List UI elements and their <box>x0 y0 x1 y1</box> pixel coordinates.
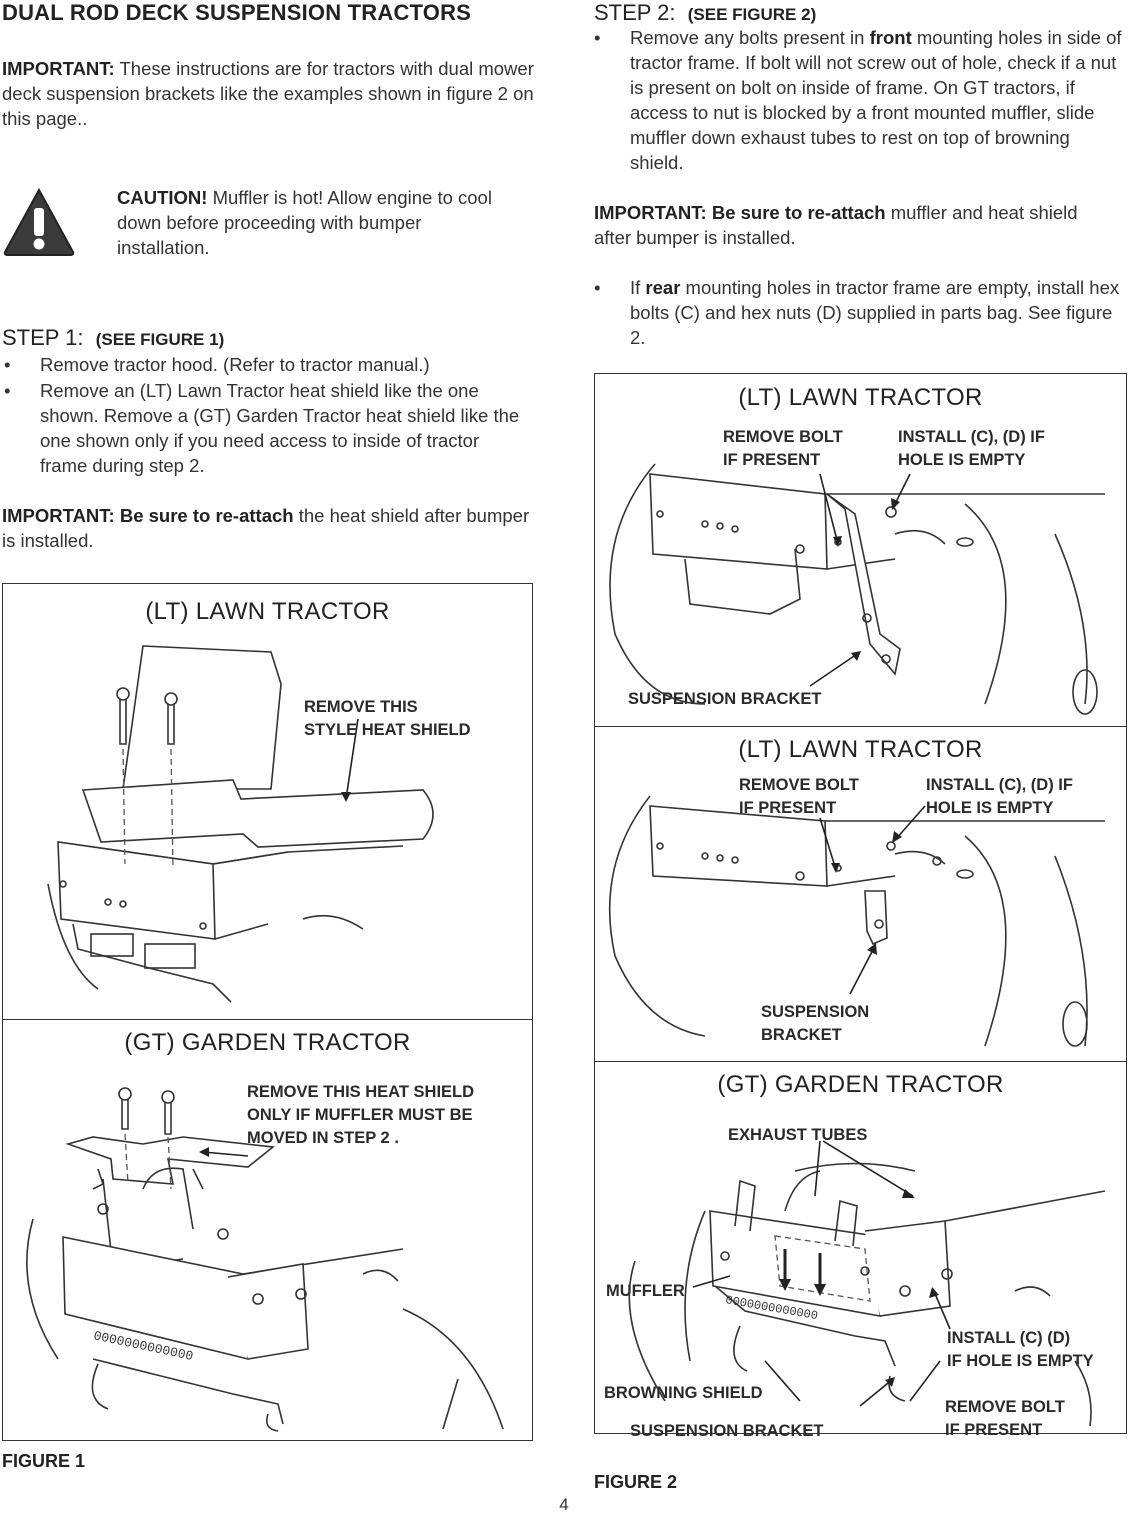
text-run-bold: front <box>869 27 912 48</box>
suspension-bracket-callout: SUSPENSION BRACKET <box>761 1001 869 1047</box>
bullet-dot: • <box>594 277 601 298</box>
important-label: IMPORTANT: Be sure to re-attach <box>2 505 294 526</box>
callout-line: IF PRESENT <box>945 1421 1043 1439</box>
remove-bolt-callout: REMOVE BOLT IF PRESENT <box>723 426 843 472</box>
step1-label: STEP 1: <box>2 325 84 350</box>
step2-bullet-text: If rear mounting holes in tractor frame … <box>630 275 1124 350</box>
callout-line: BRACKET <box>761 1026 842 1044</box>
callout-line: REMOVE BOLT <box>945 1398 1065 1416</box>
gt-muffler-illustration: 0000000000000 <box>628 1140 1106 1427</box>
caution-note: CAUTION! Muffler is hot! Allow engine to… <box>117 185 517 260</box>
install-cd-callout: INSTALL (C), (D) IF HOLE IS EMPTY <box>898 426 1045 472</box>
callout-line: MOVED IN STEP 2 . <box>247 1129 399 1147</box>
step2-important: IMPORTANT: Be sure to re-attach muffler … <box>594 200 1119 250</box>
step2-label: STEP 2: <box>594 0 676 25</box>
callout-line: REMOVE THIS HEAT SHIELD <box>247 1083 475 1101</box>
important-note-intro: IMPORTANT: These instructions are for tr… <box>2 56 537 131</box>
step2-bullet: • If rear mounting holes in tractor fram… <box>594 275 1124 350</box>
lt-front-bracket-illustration <box>609 463 1105 715</box>
figure2-lt1-title: (LT) LAWN TRACTOR <box>738 384 983 411</box>
lt-rear-bracket-illustration <box>608 795 1105 1047</box>
important-label: IMPORTANT: Be sure to re-attach <box>594 202 886 223</box>
important-text: These instructions are for tractors with… <box>2 58 534 129</box>
figure2-frame: (LT) LAWN TRACTOR REMOVE BOLT IF PRESENT… <box>594 373 1127 1440</box>
step2-ref: (SEE FIGURE 2) <box>687 5 817 24</box>
step1-bullet: • Remove an (LT) Lawn Tractor heat shiel… <box>4 378 534 478</box>
step1-bullet: • Remove tractor hood. (Refer to tractor… <box>4 352 534 377</box>
page-title: DUAL ROD DECK SUSPENSION TRACTORS <box>2 0 472 25</box>
bullet-dot: • <box>594 27 601 48</box>
callout-line: IF PRESENT <box>739 799 837 817</box>
panel-divider <box>595 1061 1126 1062</box>
gt-heat-shield-illustration: 0000000000000 <box>26 1087 504 1432</box>
callout-line: HOLE IS EMPTY <box>926 799 1054 817</box>
remove-bolt-callout: REMOVE BOLT IF PRESENT <box>739 774 859 820</box>
figure2-gt-title: (GT) GARDEN TRACTOR <box>717 1071 1004 1098</box>
muffler-callout: MUFFLER <box>606 1282 685 1300</box>
step1-bullet-text: Remove an (LT) Lawn Tractor heat shield … <box>40 380 520 476</box>
callout-line: REMOVE BOLT <box>723 428 843 446</box>
callout-line: SUSPENSION <box>761 1003 870 1021</box>
callout-line: INSTALL (C), (D) IF <box>926 776 1073 794</box>
suspension-bracket-callout: SUSPENSION BRACKET <box>628 690 822 708</box>
lt-heat-shield-illustration <box>47 645 434 1003</box>
callout-line: IF PRESENT <box>723 451 821 469</box>
figure1-gt-title: (GT) GARDEN TRACTOR <box>124 1029 411 1056</box>
remove-heat-shield-callout: REMOVE THIS STYLE HEAT SHIELD <box>304 696 471 742</box>
callout-line: REMOVE THIS <box>304 698 418 716</box>
figure2-lt2-title: (LT) LAWN TRACTOR <box>738 736 983 763</box>
callout-line: HOLE IS EMPTY <box>898 451 1026 469</box>
text-run: If <box>630 277 646 298</box>
figure1-lt-title: (LT) LAWN TRACTOR <box>145 598 390 625</box>
warning-triangle-icon <box>3 187 75 256</box>
important-text: muffler and heat shield after bumper is … <box>594 202 1078 248</box>
browning-shield-callout: BROWNING SHIELD <box>604 1384 763 1402</box>
step1-important: IMPORTANT: Be sure to re-attach the heat… <box>2 503 537 553</box>
step2-bullet-text: Remove any bolts present in front mounti… <box>630 25 1124 175</box>
suspension-bracket-callout: SUSPENSION BRACKET <box>630 1422 824 1440</box>
exhaust-tubes-callout: EXHAUST TUBES <box>728 1126 868 1144</box>
text-run: Remove any bolts present in <box>630 27 870 48</box>
step1-ref: (SEE FIGURE 1) <box>95 330 225 349</box>
callout-line: IF HOLE IS EMPTY <box>947 1352 1094 1370</box>
important-text: the heat shield after bumper is installe… <box>2 505 530 551</box>
bullet-dot: • <box>4 380 11 401</box>
install-cd-callout: INSTALL (C) (D) IF HOLE IS EMPTY <box>947 1327 1094 1373</box>
step1-bullet-text: Remove tractor hood. (Refer to tractor m… <box>40 354 430 375</box>
bullet-dot: • <box>4 354 11 375</box>
callout-line: INSTALL (C), (D) IF <box>898 428 1045 446</box>
text-run-bold: rear <box>645 277 681 298</box>
caution-text: Muffler is hot! Allow engine to cool dow… <box>117 187 492 258</box>
important-label: IMPORTANT: <box>2 58 115 79</box>
remove-bolt-callout: REMOVE BOLT IF PRESENT <box>945 1396 1065 1442</box>
page-number: 4 <box>559 1495 569 1514</box>
text-run: mounting holes in side of tractor frame.… <box>630 27 1122 173</box>
callout-line: ONLY IF MUFFLER MUST BE <box>247 1106 473 1124</box>
install-cd-callout: INSTALL (C), (D) IF HOLE IS EMPTY <box>926 774 1073 820</box>
callout-line: STYLE HEAT SHIELD <box>304 721 471 739</box>
caution-label: CAUTION! <box>117 187 208 208</box>
callout-line: REMOVE BOLT <box>739 776 859 794</box>
figure1-caption: FIGURE 1 <box>2 1451 86 1471</box>
remove-gt-heat-shield-callout: REMOVE THIS HEAT SHIELD ONLY IF MUFFLER … <box>247 1081 474 1150</box>
step1-heading: STEP 1: (SEE FIGURE 1) <box>2 325 224 351</box>
panel-divider <box>3 1019 532 1020</box>
text-run: mounting holes in tractor frame are empt… <box>630 277 1120 348</box>
panel-divider <box>595 726 1126 727</box>
figure1-frame: (LT) LAWN TRACTOR REMOVE THIS STYLE HEAT… <box>2 583 533 1441</box>
callout-line: INSTALL (C) (D) <box>947 1329 1071 1347</box>
figure2-caption: FIGURE 2 <box>594 1472 678 1492</box>
step2-bullet: • Remove any bolts present in front moun… <box>594 25 1124 175</box>
step2-heading: STEP 2: (SEE FIGURE 2) <box>594 0 816 26</box>
